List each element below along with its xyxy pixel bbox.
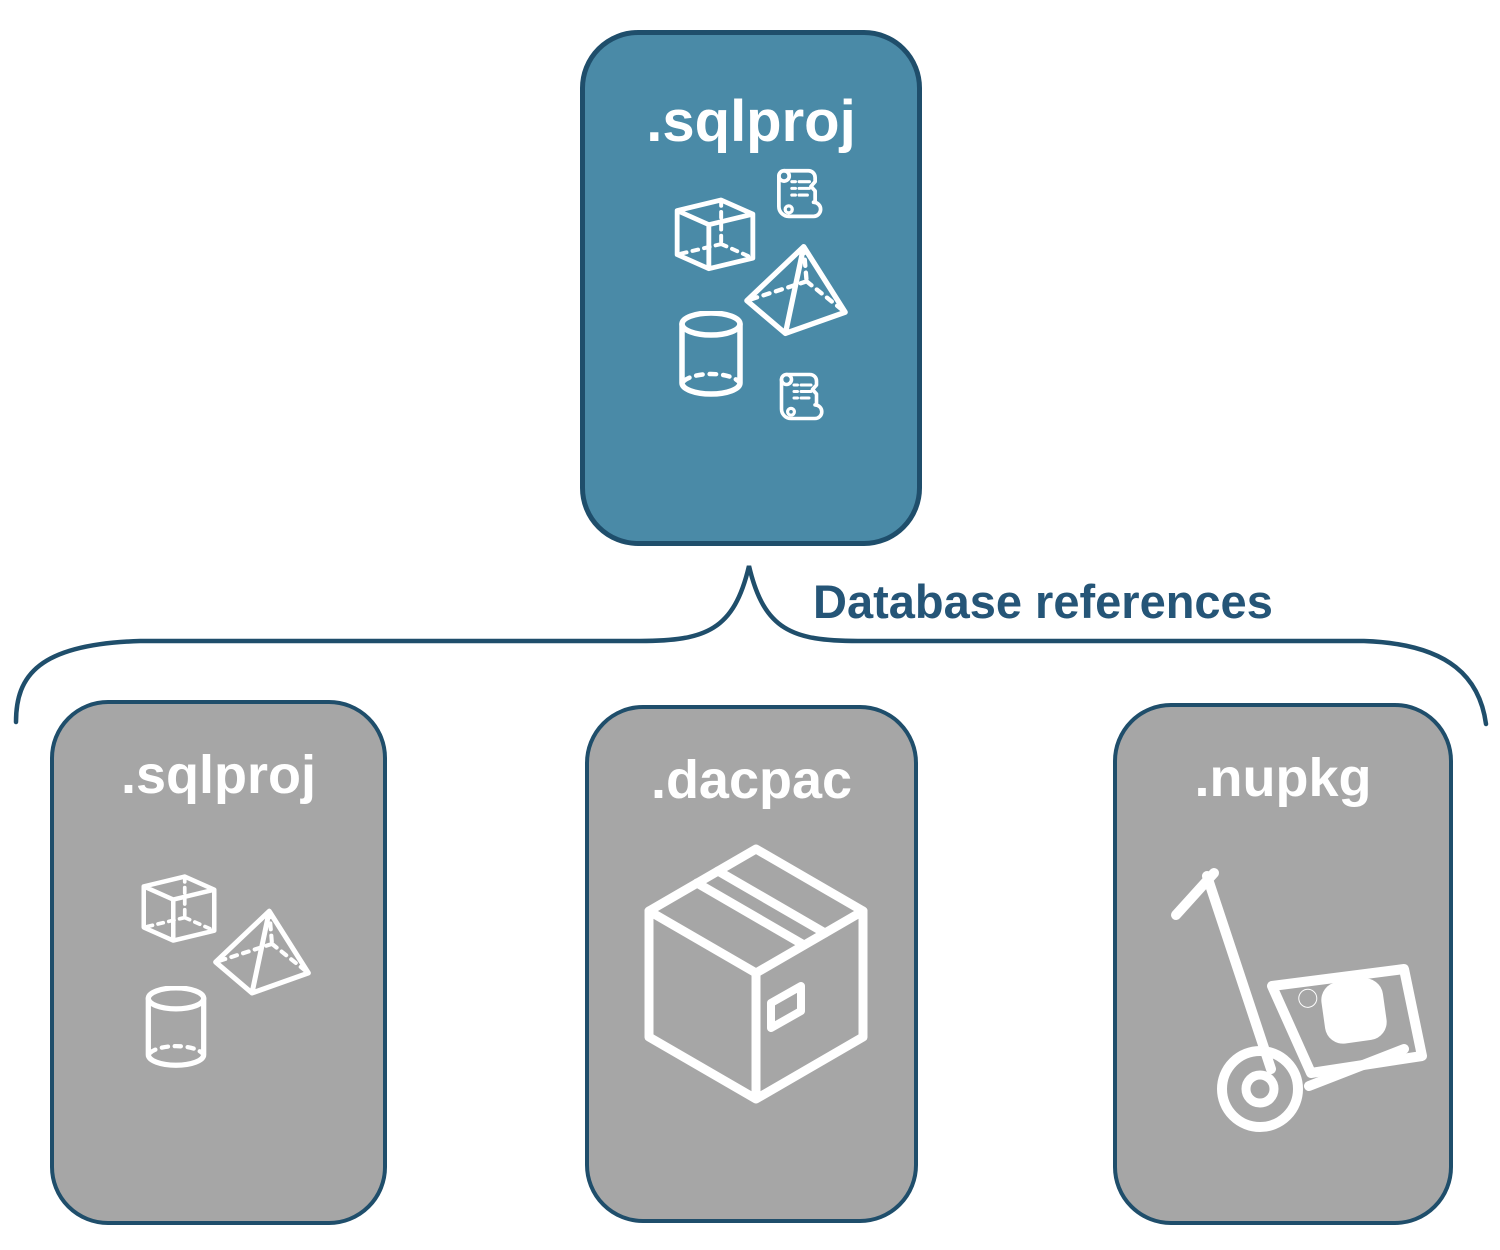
cube-icon xyxy=(141,874,217,943)
database-references-label: Database references xyxy=(813,575,1273,628)
node-title: .sqlproj xyxy=(120,745,316,805)
node-child-nupkg: .nupkg xyxy=(1113,703,1453,1225)
node-child-sqlproj: .sqlproj xyxy=(50,700,387,1225)
node-child-dacpac: .dacpac xyxy=(585,705,918,1223)
script-scroll-icon xyxy=(779,372,824,421)
nuget-hand-truck-icon xyxy=(1171,868,1427,1132)
node-title: .sqlproj xyxy=(646,89,856,154)
script-scroll-icon xyxy=(777,168,823,219)
node-root-sqlproj: .sqlproj xyxy=(580,30,922,546)
cube-icon xyxy=(674,197,756,272)
node-title: .nupkg xyxy=(1194,748,1372,808)
cylinder-icon xyxy=(679,311,743,397)
pyramid-icon xyxy=(213,908,311,996)
node-title: .dacpac xyxy=(650,750,853,810)
package-box-icon xyxy=(644,844,868,1104)
cylinder-icon xyxy=(145,986,207,1068)
pyramid-icon xyxy=(744,244,848,337)
